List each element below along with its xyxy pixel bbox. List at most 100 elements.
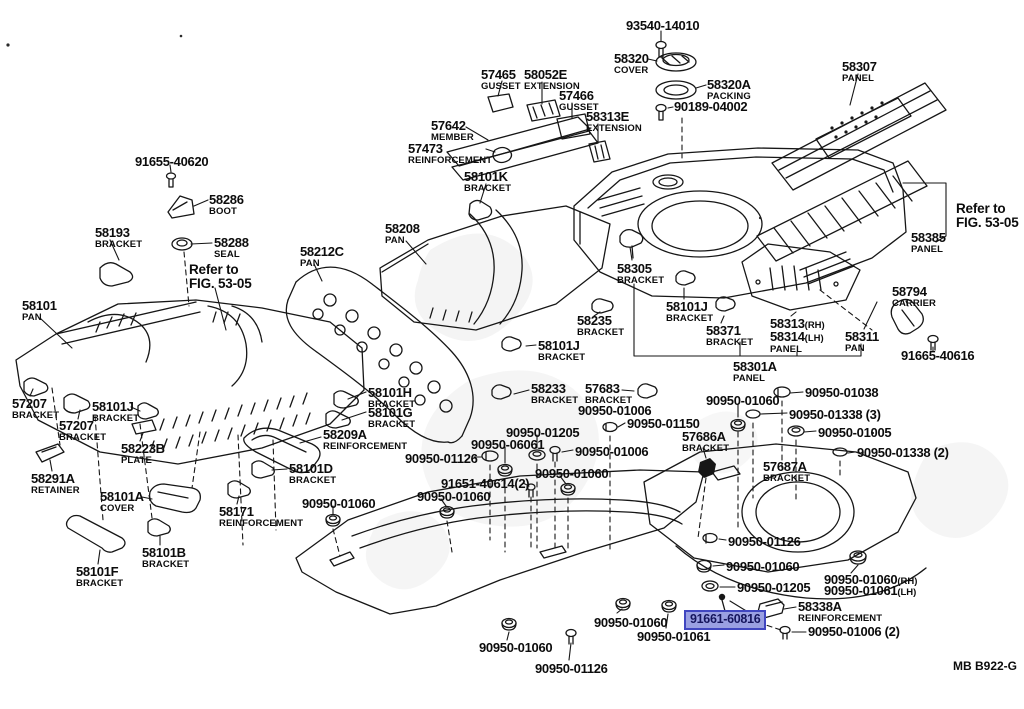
part-label-9354014010: 93540-14010 — [626, 18, 700, 33]
part-number: 90950-01060 — [706, 393, 780, 408]
part-number: 58320A — [707, 77, 751, 92]
part-name: BRACKET — [682, 443, 730, 454]
part-name: FIG. 53-05 — [189, 275, 252, 291]
part-label-9095001126: 90950-01126 — [535, 662, 608, 675]
part-number: 58101J — [666, 299, 708, 314]
part-number: 90950-01150 — [627, 416, 700, 431]
clip-icon — [481, 450, 499, 462]
part-number: 58101K — [464, 169, 508, 184]
part-number: 90950-01060 — [417, 489, 491, 504]
nut-icon — [615, 597, 631, 611]
part-number: 58286 — [209, 192, 244, 207]
part-number: Refer to — [189, 262, 239, 277]
left-lower-parts-art — [23, 377, 359, 553]
part-number: 58101A — [100, 489, 144, 504]
part-number: 58101B — [142, 545, 186, 560]
part-number: 91655-40620 — [135, 154, 209, 169]
part-name: PAN — [845, 343, 865, 354]
screw-icon — [565, 628, 577, 645]
part-label-9095001060: 90950-01060 — [479, 641, 553, 654]
clip-icon — [832, 447, 848, 457]
part-number: 90950-01060 — [535, 466, 609, 481]
part-number: 58305 — [617, 261, 652, 276]
front-member-art — [446, 93, 611, 221]
part-label-9095001126: 90950-01126 — [405, 452, 478, 465]
part-label-9166540616: 91665-40616 — [901, 349, 975, 362]
part-name: PANEL — [911, 244, 943, 255]
nut-icon — [497, 463, 513, 477]
part-number: Refer to — [956, 201, 1006, 216]
screw-icon — [927, 334, 939, 351]
part-label-9095001126: 90950-01126 — [728, 535, 801, 548]
part-number: 58794 — [892, 284, 927, 299]
part-name: BRACKET — [59, 432, 107, 443]
cover-packing-art — [655, 52, 697, 100]
part-label-9095001006: 90950-01006 — [575, 445, 649, 458]
part-number: 58101H — [368, 385, 412, 400]
small-brackets-art — [491, 228, 924, 400]
part-number: 58212C — [300, 244, 344, 259]
part-name: BRACKET — [538, 352, 586, 363]
screw-icon — [655, 40, 667, 58]
part-number: 58313(RH) — [770, 316, 825, 331]
part-number: 57207 — [59, 418, 94, 433]
left-floor-pan-58101-art — [15, 299, 365, 465]
part-number: 90950-01006 (2) — [808, 624, 900, 639]
part-number: 90950-01126 — [405, 451, 478, 466]
part-name: BRACKET — [76, 578, 124, 589]
part-label-9095001205: 90950-01205 — [737, 580, 811, 595]
part-name: BRACKET — [368, 399, 416, 410]
part-name: PAN — [22, 312, 42, 323]
part-number: 90950-01006 — [578, 403, 652, 418]
part-label-9166160816[interactable]: 91661-60816 — [684, 610, 767, 630]
panel-58313-art — [741, 243, 861, 311]
part-label-9095001060: 90950-01060(RH) — [824, 573, 917, 587]
part-name: BRACKET — [95, 239, 143, 250]
part-number: 57642 — [431, 118, 466, 133]
part-number: 90950-01061 — [637, 629, 711, 644]
part-label-58314: 58314(LH)PANEL — [770, 330, 824, 354]
part-name: COVER — [614, 65, 649, 76]
part-label-9095006061: 90950-06061 — [471, 438, 545, 451]
part-number: 58171 — [219, 504, 254, 519]
part-number: 90950-01205 — [737, 580, 811, 595]
part-name: CARRIER — [892, 298, 936, 309]
part-number: 90950-01126 — [535, 661, 608, 676]
part-number: 90950-01060 — [594, 615, 668, 630]
part-name: PLATE — [121, 455, 152, 466]
part-number: 58101 — [22, 298, 57, 313]
part-number: 58385 — [911, 230, 946, 245]
screw-icon — [526, 483, 536, 498]
part-number: 90950-01060 — [302, 496, 376, 511]
nut-icon — [439, 505, 455, 519]
part-number: 90950-01060 — [726, 559, 800, 574]
part-number: 90189-04002 — [674, 99, 748, 114]
part-number: 93540-14010 — [626, 18, 700, 33]
part-number: 90950-01126 — [728, 534, 801, 549]
part-name: PANEL — [842, 73, 874, 84]
part-label-9095001038: 90950-01038 — [805, 386, 879, 399]
part-number: 90950-01338 (2) — [857, 445, 949, 460]
